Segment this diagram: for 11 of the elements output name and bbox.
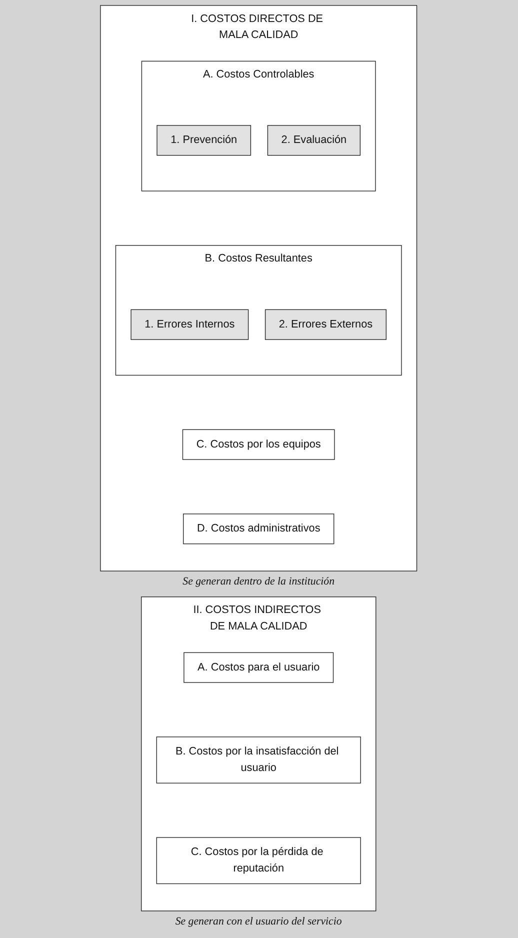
caption-text: Se generan dentro de la institución <box>183 576 335 588</box>
node-box: 1. Prevención <box>157 125 252 156</box>
node-box: C. Costos por la pérdida de reputación <box>156 837 362 884</box>
node-box: 2. Errores Externos <box>265 309 387 340</box>
node-box: B. Costos por la insatisfacción del usuario <box>156 736 362 784</box>
node-box: D. Costos administrativos <box>183 514 335 544</box>
caption-text: Se generan con el usuario del servicio <box>176 916 342 928</box>
node-box: 2. Evaluación <box>268 125 361 156</box>
node-box: 1. Errores Internos <box>131 309 250 340</box>
node-box: C. Costos por los equipos <box>182 429 336 460</box>
node-box: A. Costos para el usuario <box>184 652 334 683</box>
